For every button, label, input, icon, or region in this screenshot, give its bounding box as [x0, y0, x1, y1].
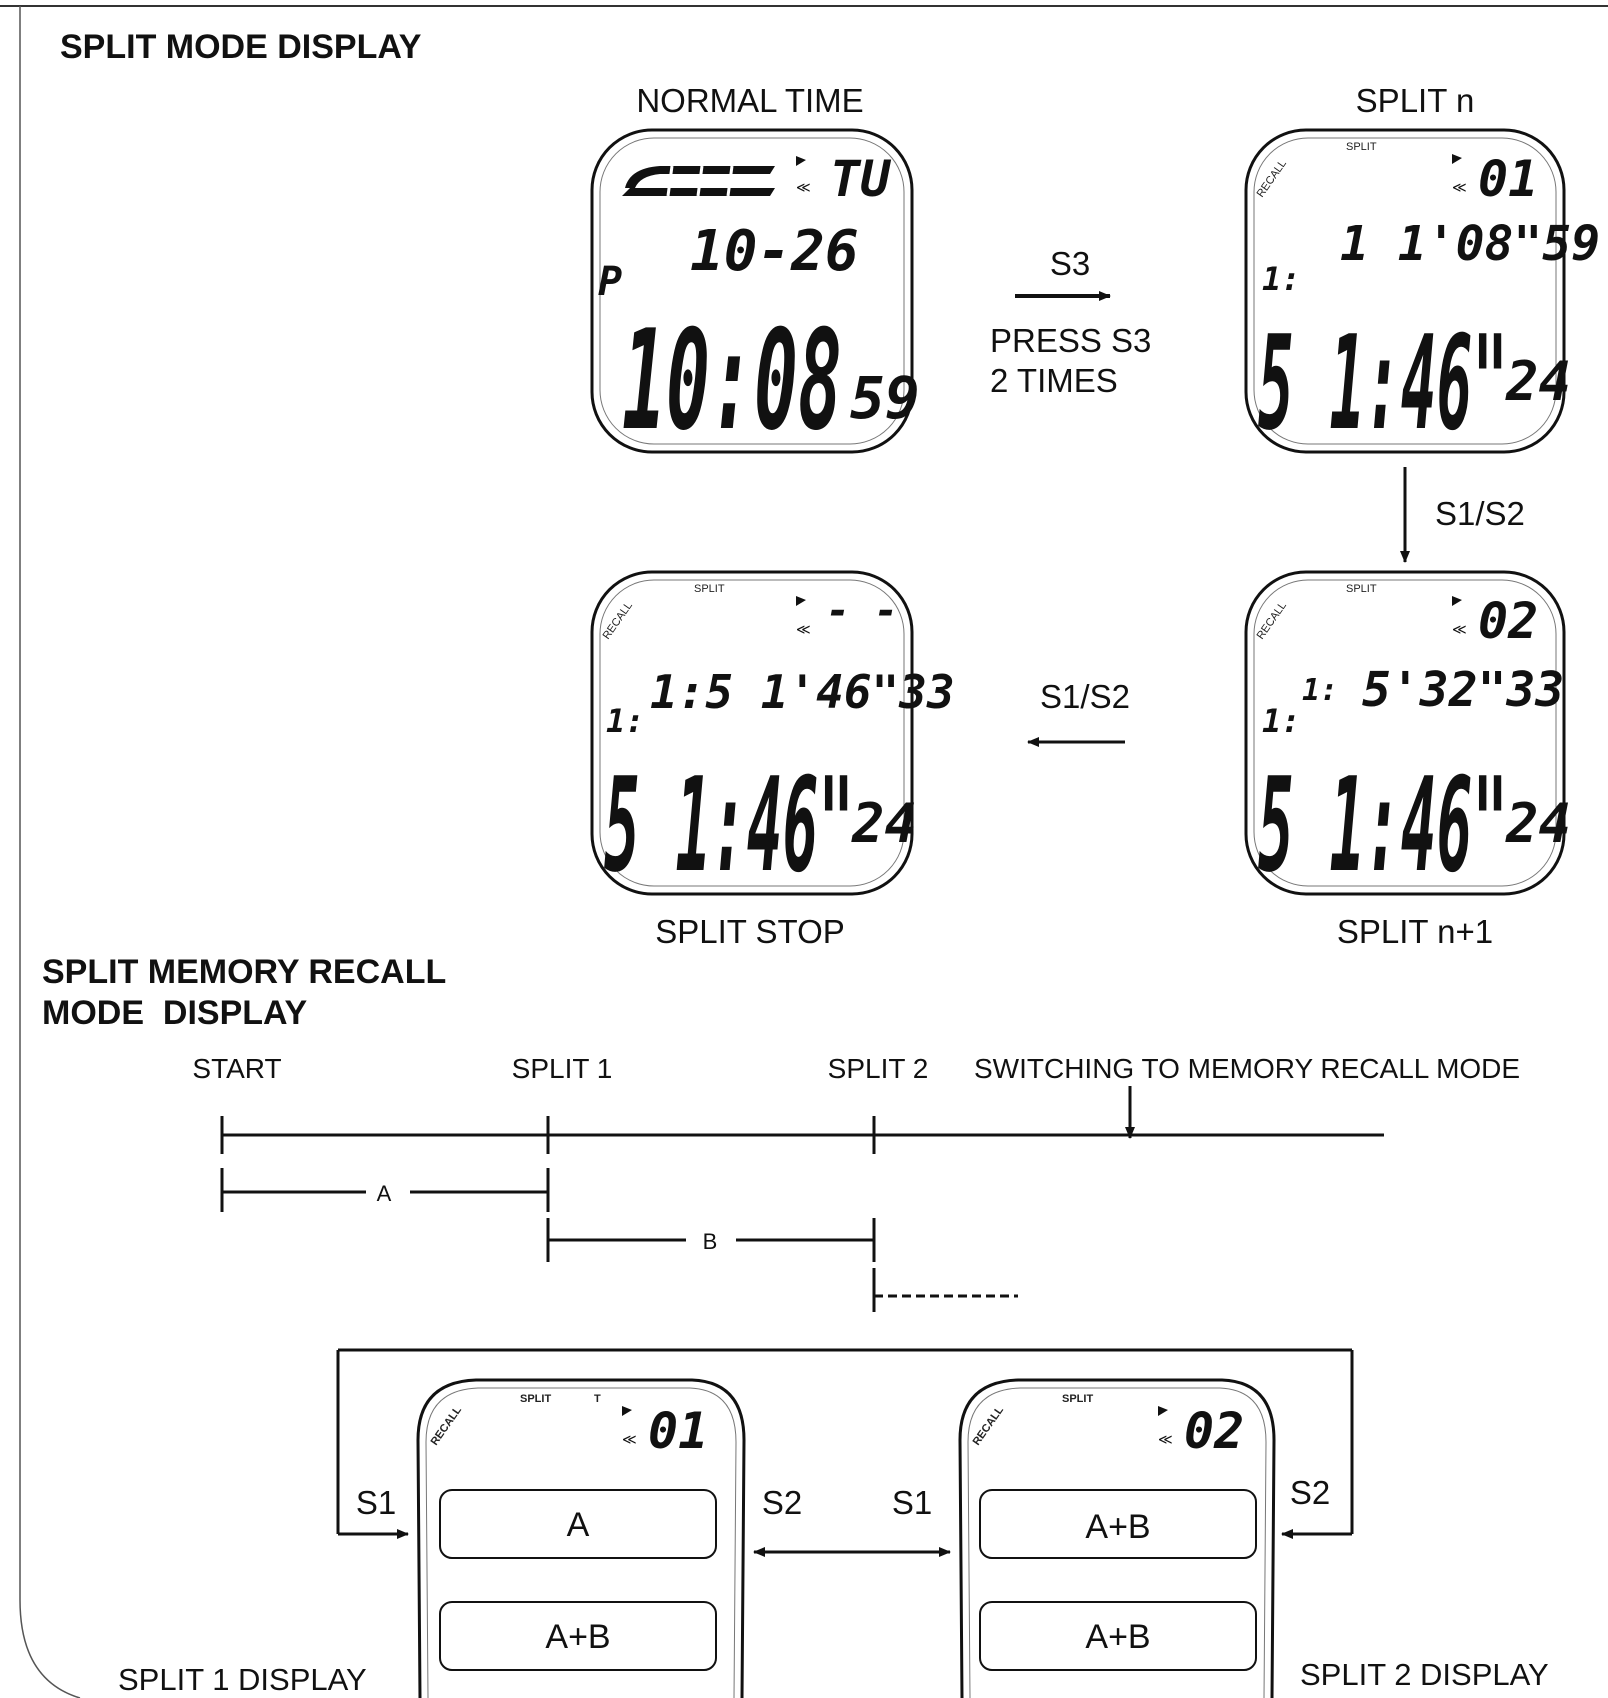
split-counter: 01 [1478, 150, 1538, 208]
label-two-times: 2 TIMES [990, 362, 1118, 399]
timeline [220, 1116, 1384, 1154]
page-frame-left-edge [19, 6, 81, 1698]
upper-display-value: A [567, 1506, 590, 1544]
split-indicator: SPLIT [1346, 141, 1377, 153]
caption-split-n-plus-1: SPLIT n+1 [1337, 913, 1493, 950]
split-counter: 02 [1184, 1402, 1244, 1460]
progress-bar-icon [622, 165, 775, 197]
interval-b-label: B [703, 1229, 718, 1254]
chime-icon: ≪ [796, 621, 811, 637]
split-indicator: SPLIT [520, 1393, 551, 1405]
interval-b [546, 1218, 876, 1262]
watch-normal-time: ≪ TU P 10-26 10:08 59 [590, 128, 920, 461]
button-label-s1-middle: S1 [892, 1484, 932, 1521]
caption-normal-time: NORMAL TIME [636, 82, 863, 119]
bell-icon [1452, 596, 1462, 606]
timeline-label-split2: SPLIT 2 [828, 1053, 929, 1084]
lower-display-box [439, 1601, 717, 1671]
lower-display-value: A+B [545, 1618, 610, 1656]
chime-icon: ≪ [1452, 179, 1467, 195]
lower-display-box [979, 1601, 1257, 1671]
upper-display-box [439, 1489, 717, 1559]
bell-icon [622, 1406, 632, 1416]
chime-icon: ≪ [1452, 621, 1467, 637]
split-sub-time: 5'32"33 [1362, 662, 1564, 718]
split-sub-prefix: 1: [1302, 673, 1338, 708]
button-label-s1-left: S1 [356, 1484, 396, 1521]
split-counter: 01 [648, 1402, 708, 1460]
watch-split-n-plus-1: RECALL SPLIT ≪ 02 1: 5'32"33 1: 5 1:46" … [1244, 570, 1571, 901]
chime-icon: ≪ [796, 179, 811, 195]
lower-display-value: A+B [1085, 1618, 1150, 1656]
split-main-time: 5 1:46" [1258, 307, 1508, 459]
upper-display-box [979, 1489, 1257, 1559]
split-indicator: SPLIT [1346, 583, 1377, 595]
button-label-s2-middle: S2 [762, 1484, 802, 1521]
split-hundredths: 24 [1505, 350, 1571, 413]
upper-display-value: A+B [1085, 1508, 1150, 1546]
t-indicator: T [594, 1393, 601, 1405]
day-display: TU [830, 150, 892, 208]
button-label-s2-right: S2 [1290, 1474, 1330, 1511]
watch-split-stop: RECALL SPLIT ≪ - - 1:5 1'46"33 1: 5 1:46… [590, 570, 955, 901]
section-title-memory-recall-line2: MODE DISPLAY [42, 994, 307, 1032]
split-main-time: 5 1:46" [604, 749, 854, 901]
split-prefix: 1: [1262, 260, 1301, 298]
split-sub-time: 1:5 1'46"33 [650, 665, 955, 719]
watch-split-2-display: RECALL SPLIT ≪ 02 A+B A+B [958, 1378, 1276, 1698]
caption-split-stop: SPLIT STOP [655, 913, 845, 950]
split-hundredths: 24 [851, 792, 917, 855]
bell-icon [1158, 1406, 1168, 1416]
label-left-s1-s2: S1/S2 [1040, 678, 1130, 715]
timeline-label-switching: SWITCHING TO MEMORY RECALL MODE [974, 1053, 1520, 1084]
date-display: 10-26 [690, 219, 859, 284]
split-counter: 02 [1478, 592, 1538, 650]
split-prefix: 1: [606, 702, 645, 740]
main-time-display: 10:08 [622, 300, 842, 461]
section-title-memory-recall-line1: SPLIT MEMORY RECALL [42, 953, 446, 991]
watch-split-1-display: RECALL SPLIT T ≪ 01 A A+B [416, 1378, 746, 1698]
seconds-display: 59 [850, 364, 920, 432]
timeline-label-start: START [192, 1053, 281, 1084]
bell-icon [796, 156, 806, 166]
split-main-time: 5 1:46" [1258, 749, 1508, 901]
caption-split-n: SPLIT n [1356, 82, 1475, 119]
interval-a-label: A [377, 1181, 392, 1206]
label-down-s1-s2: S1/S2 [1435, 495, 1525, 532]
split-counter: - - [826, 588, 898, 634]
split-indicator: SPLIT [694, 583, 725, 595]
interval-a [220, 1168, 550, 1212]
bell-icon [1452, 154, 1462, 164]
caption-split-2-display: SPLIT 2 DISPLAY [1300, 1657, 1549, 1692]
bell-icon [796, 596, 806, 606]
section-title-split-mode: SPLIT MODE DISPLAY [60, 28, 422, 66]
recall-loop [336, 1348, 1354, 1534]
timeline-label-split1: SPLIT 1 [512, 1053, 613, 1084]
chime-icon: ≪ [622, 1431, 637, 1447]
watch-split-n: RECALL SPLIT ≪ 01 1 1'08"59 1: 5 1:46" 2… [1244, 128, 1600, 459]
chime-icon: ≪ [1158, 1431, 1173, 1447]
caption-split-1-display: SPLIT 1 DISPLAY [118, 1662, 367, 1697]
label-s3: S3 [1050, 245, 1090, 282]
pm-indicator: P [598, 259, 622, 305]
split-sub-time: 1 1'08"59 [1340, 216, 1600, 272]
split-indicator: SPLIT [1062, 1393, 1093, 1405]
split-hundredths: 24 [1505, 792, 1571, 855]
label-press-s3: PRESS S3 [990, 322, 1151, 359]
split-prefix: 1: [1262, 702, 1301, 740]
